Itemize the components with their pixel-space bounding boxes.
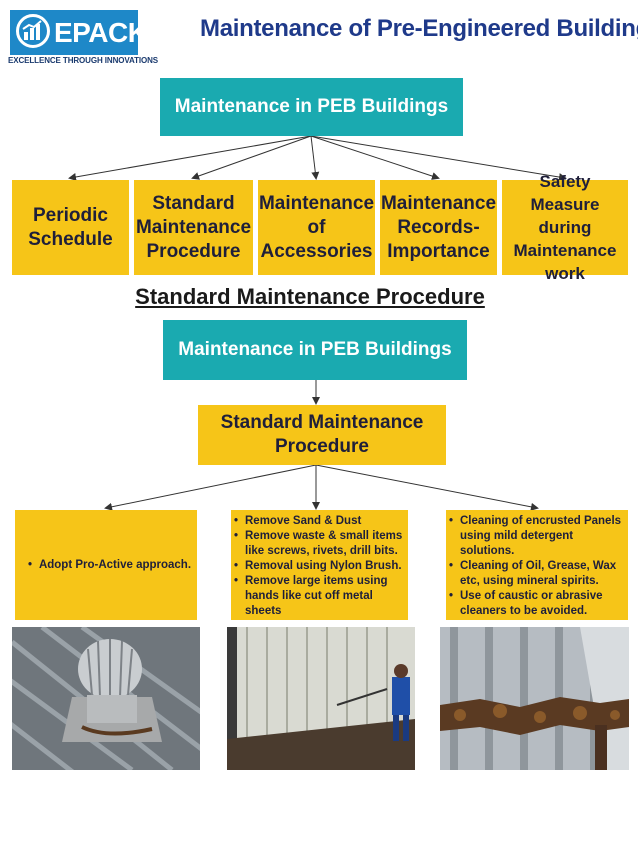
category-periodic-schedule: Periodic Schedule [12,180,129,275]
roof-ventilator-photo [12,627,200,770]
tip-box-removal: Remove Sand & Dust Remove waste & small … [231,510,408,620]
top-box: Maintenance in PEB Buildings [160,78,463,136]
tip-item: Cleaning of encrusted Panels using mild … [449,514,628,559]
tip-box-proactive: Adopt Pro-Active approach. [15,510,197,620]
tip-item: Cleaning of Oil, Grease, Wax etc, using … [449,559,628,589]
brand-name: EPACK [54,17,148,48]
tip-box-cleaning: Cleaning of encrusted Panels using mild … [446,510,628,620]
tip-item: Removal using Nylon Brush. [234,559,408,574]
procedure-box: Standard Maintenance Procedure [198,405,446,465]
brand-tagline: EXCELLENCE THROUGH INNOVATIONS [8,56,159,65]
tip-item: Use of caustic or abrasive cleaners to b… [449,589,628,619]
category-standard-procedure: Standard Maintenance Procedure [134,180,253,275]
section-heading: Standard Maintenance Procedure [135,284,485,309]
tip-item: Adopt Pro-Active approach. [28,558,191,573]
brand-logo: EPACK [10,10,148,55]
rusted-panel-photo [440,627,629,770]
category-accessories: Maintenance of Accessories [258,180,375,275]
wall-cleaning-photo [227,627,415,770]
tip-item: Remove large items using hands like cut … [234,574,408,619]
tip-item: Remove Sand & Dust [234,514,408,529]
category-safety: Safety Measure during Maintenance work [502,172,628,283]
bar-chart-icon [16,14,50,48]
category-records: Maintenance Records- Importance [380,180,497,275]
tip-item: Remove waste & small items like screws, … [234,529,408,559]
second-box: Maintenance in PEB Buildings [163,320,467,380]
page-title: Maintenance of Pre-Engineered Building [200,15,638,42]
